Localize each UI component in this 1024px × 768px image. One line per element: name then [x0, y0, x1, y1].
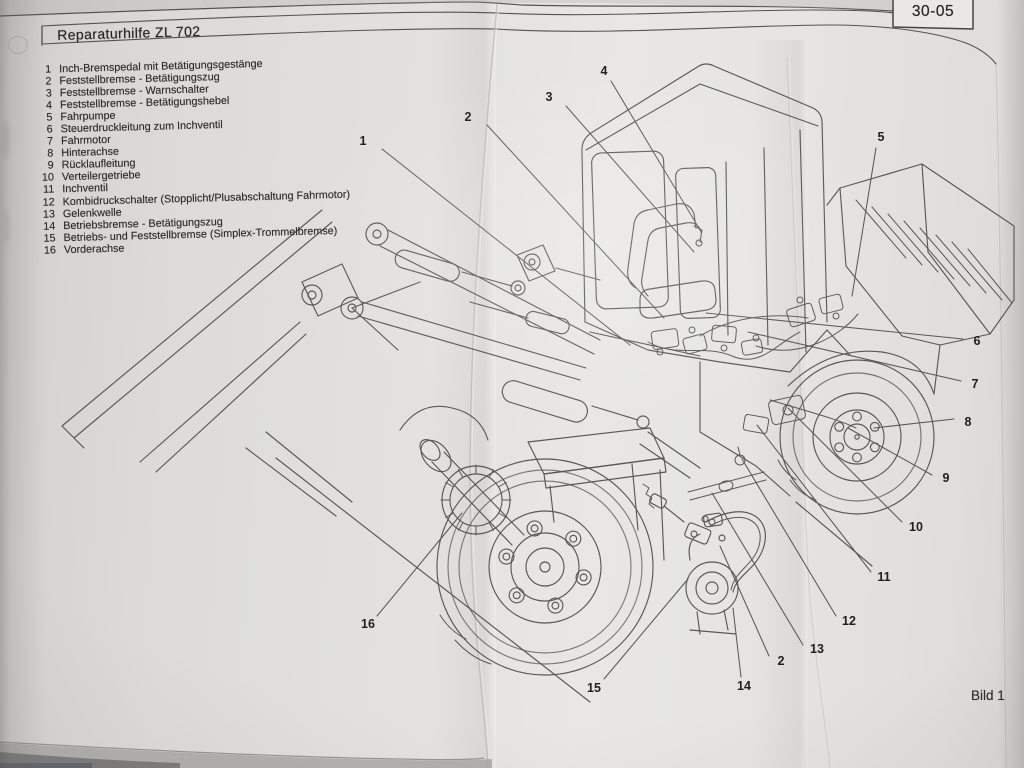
bucket-frame-lines — [61, 209, 591, 703]
loader-drawing — [61, 63, 1015, 703]
callout-2b: 2 — [778, 654, 785, 668]
legend-item-text: Vorderachse — [63, 242, 125, 256]
callout-labels: 1 2 3 4 5 6 7 8 9 10 11 12 13 2 14 15 16 — [360, 64, 981, 695]
callout-9: 9 — [943, 471, 950, 485]
callout-6: 6 — [974, 334, 981, 348]
page-bottom-edge — [0, 63, 1007, 768]
photo-edge-shadow-left — [0, 0, 46, 768]
callout-13: 13 — [810, 642, 824, 656]
photo-edge-shadow-right — [998, 0, 1024, 768]
front-axle — [399, 405, 525, 546]
cab — [581, 63, 828, 373]
page-number: 30-05 — [911, 3, 955, 20]
callout-10: 10 — [909, 520, 923, 534]
callout-11: 11 — [877, 570, 890, 584]
leader-lines — [376, 80, 964, 680]
front-wheel — [436, 458, 654, 676]
rear-wheel — [777, 359, 935, 515]
callout-5: 5 — [878, 130, 885, 144]
rear-body — [639, 329, 941, 567]
callout-4: 4 — [601, 64, 608, 78]
callout-3: 3 — [546, 90, 553, 104]
page-fold-shading-right — [752, 40, 808, 768]
loader-arm — [340, 222, 650, 429]
callout-8: 8 — [965, 415, 972, 429]
callout-1: 1 — [360, 134, 367, 148]
brake-assembly-detail — [642, 483, 766, 635]
engine-hood — [826, 163, 1015, 346]
callout-14: 14 — [737, 679, 751, 693]
area-above-page-edge — [0, 0, 893, 15]
callout-2: 2 — [465, 110, 472, 124]
legend-item-text: Verteilergetriebe — [61, 169, 141, 184]
page-fold-shading-center — [432, 0, 496, 768]
callout-7: 7 — [972, 377, 979, 391]
step-platform — [527, 427, 667, 561]
callout-16: 16 — [361, 617, 375, 631]
page-top-edges — [0, 1, 997, 65]
figure-caption: Bild 1 — [971, 688, 1005, 703]
page-number-box — [892, 0, 974, 30]
callout-15: 15 — [587, 681, 601, 695]
callout-12: 12 — [842, 614, 856, 628]
